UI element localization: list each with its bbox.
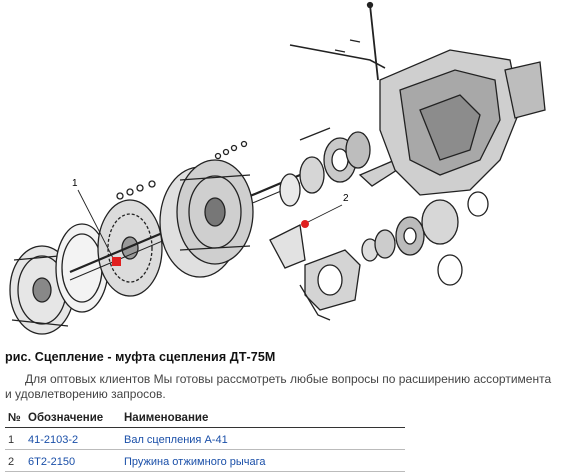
clutch-exploded-diagram: 1 2 xyxy=(9,1,546,335)
washers-part xyxy=(116,140,248,200)
driven-disc-part xyxy=(97,199,163,297)
right-bearings-part xyxy=(361,191,489,286)
part-name-link[interactable]: Вал сцепления А-41 xyxy=(121,427,405,450)
clutch-housing-part xyxy=(379,49,546,196)
table-row: 2 6Т2-2150 Пружина отжимного рычага xyxy=(5,449,405,472)
callout-2: 2 xyxy=(343,193,349,204)
callout-1: 1 xyxy=(72,178,78,189)
part-code-link[interactable]: 41-2103-2 xyxy=(25,427,121,450)
parts-table: № Обозначение Наименование 1 41-2103-2 В… xyxy=(5,410,405,472)
header-code: Обозначение xyxy=(25,410,121,428)
part-code-link[interactable]: 6Т2-2150 xyxy=(25,449,121,472)
header-num: № xyxy=(5,410,25,428)
row-num: 2 xyxy=(5,449,25,472)
wholesale-notice-text: Для оптовых клиентов Мы готовы рассмотре… xyxy=(5,372,552,401)
release-bearing-part xyxy=(279,131,371,207)
red-marker-2 xyxy=(301,220,309,228)
figure-caption: рис. Сцепление - муфта сцепления ДТ-75М xyxy=(5,350,276,364)
header-name: Наименование xyxy=(121,410,405,428)
part-name-link[interactable]: Пружина отжимного рычага xyxy=(121,449,405,472)
callout-leaders xyxy=(77,189,343,263)
pressure-plate-part xyxy=(159,159,254,278)
control-lever-part xyxy=(289,1,386,81)
row-num: 1 xyxy=(5,427,25,450)
table-row: 1 41-2103-2 Вал сцепления А-41 xyxy=(5,427,405,450)
wholesale-notice: Для оптовых клиентов Мы готовы рассмотре… xyxy=(5,372,561,402)
red-marker-1 xyxy=(112,257,121,266)
bearing-housing-part xyxy=(299,249,361,321)
parts-table-header: № Обозначение Наименование xyxy=(5,410,405,428)
